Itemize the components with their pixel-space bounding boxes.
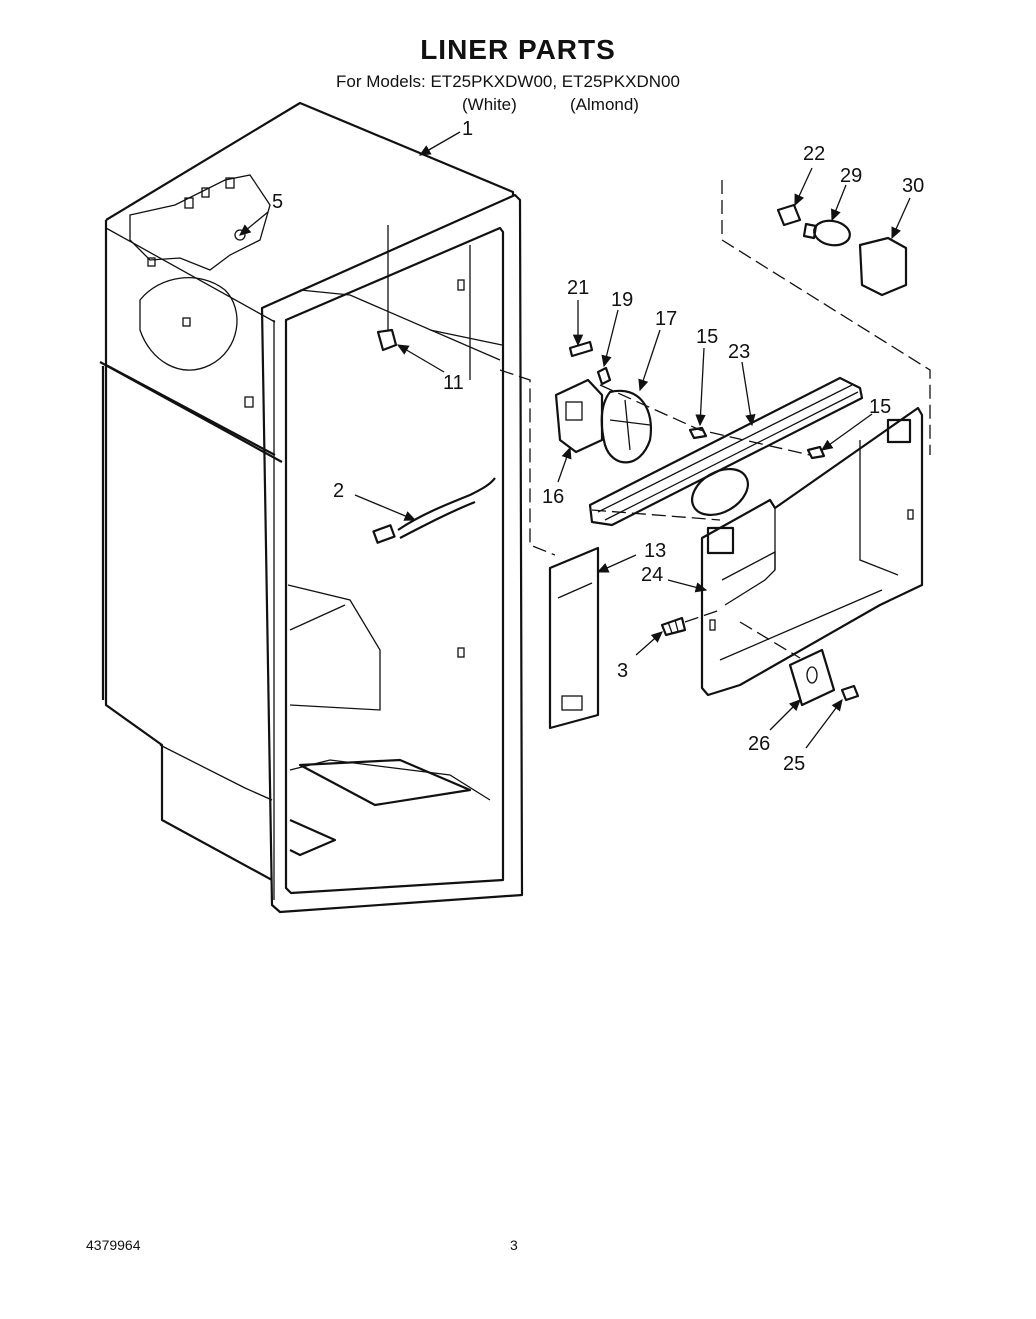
leader-lines	[238, 131, 911, 749]
part-26-plate	[788, 648, 836, 707]
part-30-cover	[858, 236, 908, 297]
liner-cabinet	[99, 101, 524, 914]
part-25-screw	[840, 684, 860, 702]
callout-21: 21	[567, 277, 589, 299]
callout-19: 19	[611, 289, 633, 311]
footer-part-number: 4379964	[86, 1237, 141, 1253]
part-22-socket	[776, 203, 802, 227]
callout-5: 5	[272, 191, 283, 213]
page-title: LINER PARTS	[420, 34, 616, 65]
callout-11: 11	[443, 372, 464, 394]
variant-almond: (Almond)	[570, 95, 639, 114]
callout-2: 2	[333, 480, 344, 502]
callout-15a: 15	[696, 326, 718, 348]
callout-1: 1	[462, 118, 473, 140]
callout-13: 13	[644, 540, 666, 562]
callout-29: 29	[840, 165, 862, 187]
callout-16: 16	[542, 486, 564, 508]
variant-white: (White)	[462, 95, 517, 114]
callout-25: 25	[783, 753, 805, 775]
callout-15b: 15	[869, 396, 891, 418]
callout-30: 30	[902, 175, 924, 197]
callout-24: 24	[641, 564, 663, 586]
assembly-dashed-lines	[499, 180, 931, 659]
part-16-fan-motor	[554, 340, 653, 464]
part-24-panel	[700, 406, 924, 697]
part-29-bulb	[802, 219, 851, 247]
part-11-clip	[376, 225, 398, 352]
part-13-duct	[548, 546, 600, 730]
part-2-harness	[372, 477, 496, 544]
callout-3: 3	[617, 660, 628, 682]
callout-22: 22	[803, 143, 825, 165]
callout-23: 23	[728, 341, 750, 363]
part-3-screw	[660, 616, 687, 637]
part-23-grille	[588, 376, 864, 527]
footer-page-number: 3	[510, 1237, 518, 1253]
models-line: For Models: ET25PKXDW00, ET25PKXDN00	[336, 72, 680, 91]
callout-17: 17	[655, 308, 677, 330]
callout-26: 26	[748, 733, 770, 755]
callout-labels: 1 2 3 5 11 13 15 15 16 17 19 21 22 23 24…	[272, 118, 924, 775]
